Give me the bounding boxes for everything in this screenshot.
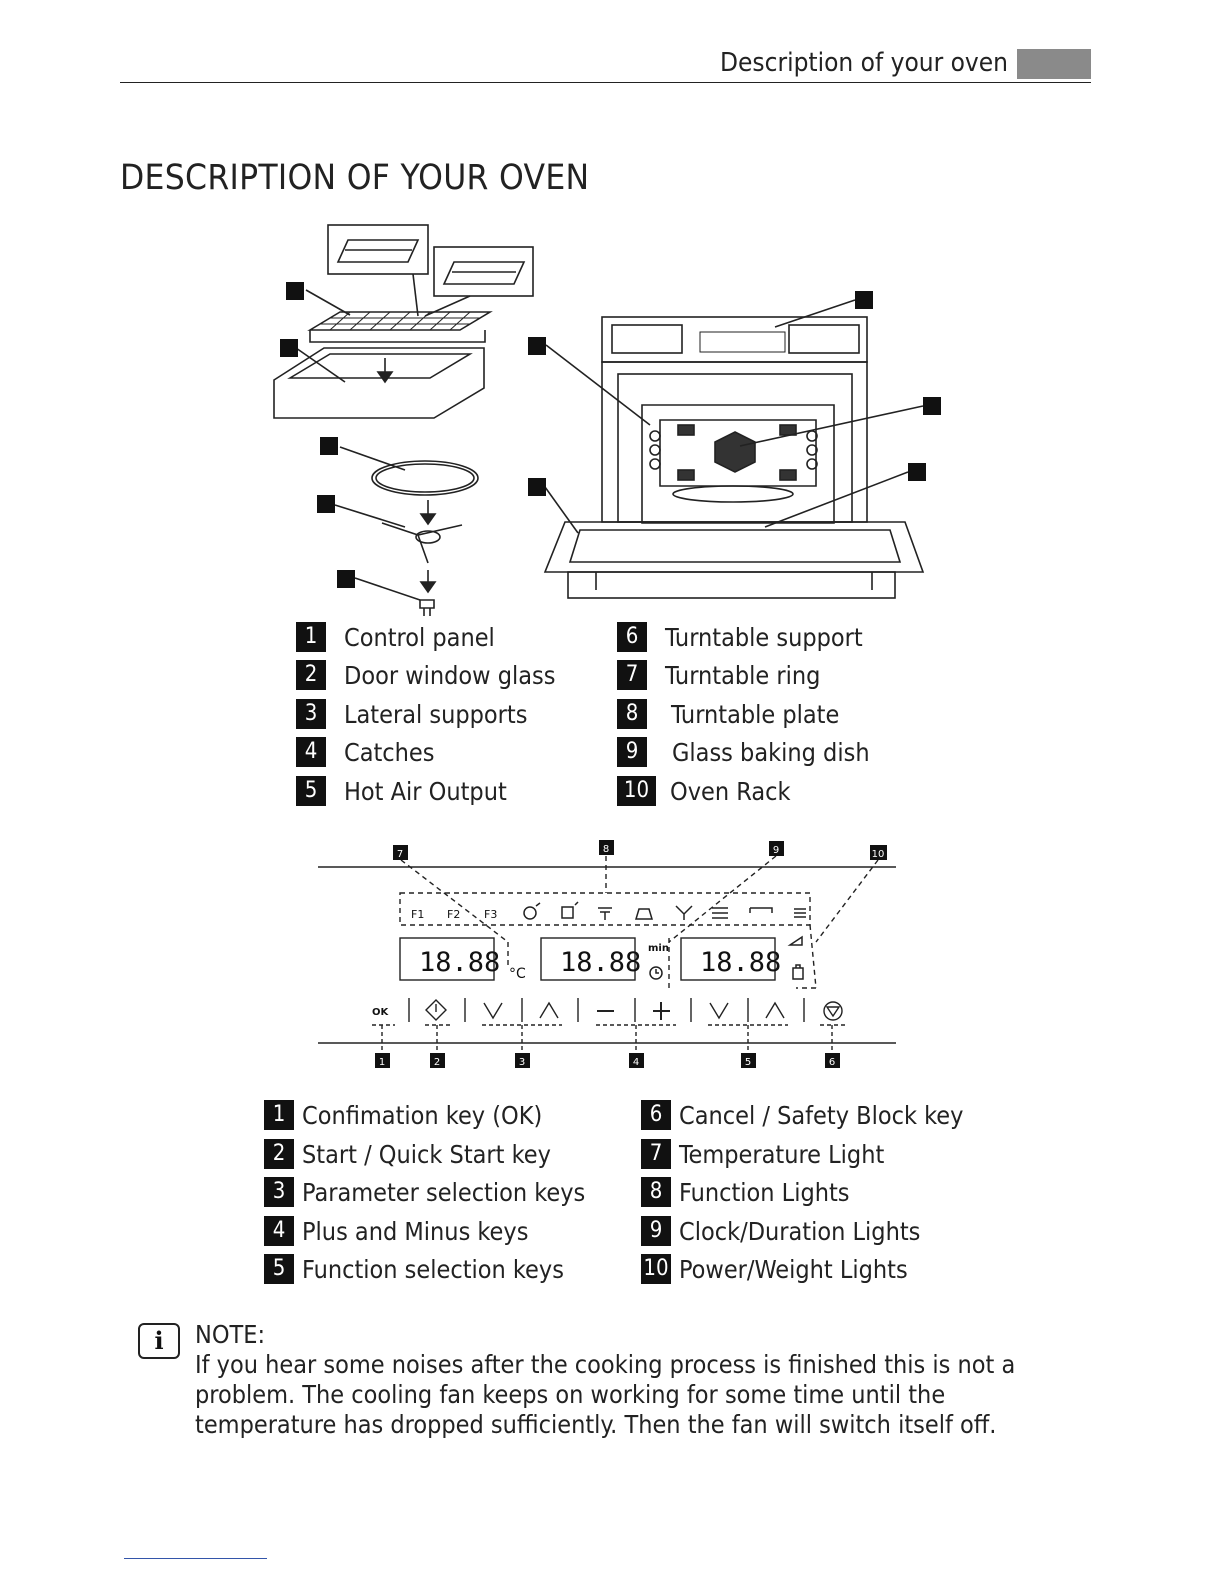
- legend-item: 3 Parameter selection keys: [264, 1177, 585, 1207]
- legend-label: Turntable ring: [665, 660, 821, 690]
- legend-number: 1: [264, 1100, 294, 1130]
- legend-item: 9 Glass baking dish: [617, 737, 870, 767]
- legend-number: 1: [296, 622, 326, 652]
- legend-item: 6 Cancel / Safety Block key: [641, 1100, 963, 1130]
- legend-item: 8 Turntable plate: [617, 699, 839, 729]
- note-title: NOTE:: [195, 1320, 266, 1349]
- display-time: 18.88: [560, 947, 641, 978]
- legend-number: 10: [617, 776, 656, 806]
- legend-number: 2: [264, 1139, 294, 1169]
- legend-label: Catches: [344, 737, 435, 767]
- legend-item: 2 Door window glass: [296, 660, 555, 690]
- page-title: DESCRIPTION OF YOUR OVEN: [120, 158, 590, 198]
- legend-label: Function Lights: [679, 1177, 850, 1207]
- legend-label: Oven Rack: [670, 776, 791, 806]
- callout-2: 2: [434, 1057, 440, 1068]
- callout-3: 3: [519, 1057, 525, 1068]
- legend-label: Turntable plate: [671, 699, 840, 729]
- header-tab-marker: [1017, 49, 1091, 79]
- callout-1: 1: [379, 1057, 385, 1068]
- legend-label: Confimation key (OK): [302, 1100, 543, 1130]
- legend-item: 2 Start / Quick Start key: [264, 1139, 551, 1169]
- legend-label: Lateral supports: [344, 699, 528, 729]
- legend-label: Parameter selection keys: [302, 1177, 586, 1207]
- display-power: 18.88: [700, 947, 781, 978]
- legend-number: 5: [296, 776, 326, 806]
- legend-number: 10: [641, 1254, 671, 1284]
- legend-item: 4 Catches: [296, 737, 435, 767]
- legend-number: 3: [264, 1177, 294, 1207]
- legend-label: Start / Quick Start key: [302, 1139, 551, 1169]
- footer-rule: [124, 1558, 267, 1559]
- legend-item: 9 Clock/Duration Lights: [641, 1216, 920, 1246]
- legend-item: 5 Hot Air Output: [296, 776, 507, 806]
- callout-9: 9: [773, 845, 779, 856]
- legend-item: 1 Control panel: [296, 622, 495, 652]
- callout-7: 7: [397, 849, 403, 860]
- celsius-label: °C: [509, 966, 526, 982]
- legend-item: 1 Confimation key (OK): [264, 1100, 542, 1130]
- legend-number: 9: [617, 737, 647, 767]
- header-rule: [120, 82, 1091, 83]
- running-header: Description of your oven: [720, 48, 1008, 78]
- legend-label: Function selection keys: [302, 1254, 564, 1284]
- control-panel-diagram: F1 F2 F3 18.88 18.88 18.88 °C min OK 7 8…: [318, 840, 896, 1068]
- info-icon: i: [138, 1323, 180, 1359]
- callout-10: 10: [872, 849, 885, 860]
- legend-number: 5: [264, 1254, 294, 1284]
- legend-label: Door window glass: [344, 660, 556, 690]
- callout-6: 6: [829, 1057, 835, 1068]
- legend-label: Control panel: [344, 622, 495, 652]
- legend-label: Turntable support: [665, 622, 863, 652]
- legend-number: 2: [296, 660, 326, 690]
- legend-label: Plus and Minus keys: [302, 1216, 529, 1246]
- callout-4: 4: [633, 1057, 639, 1068]
- legend-item: 10 Oven Rack: [617, 776, 791, 806]
- callout-5: 5: [745, 1057, 751, 1068]
- f1-label: F1: [411, 908, 424, 921]
- f2-label: F2: [447, 908, 460, 921]
- legend-number: 4: [296, 737, 326, 767]
- note-body: If you hear some noises after the cookin…: [195, 1350, 1016, 1439]
- f3-label: F3: [484, 908, 497, 921]
- legend-label: Hot Air Output: [344, 776, 507, 806]
- callout-8: 8: [603, 844, 609, 855]
- legend-number: 8: [641, 1177, 671, 1207]
- legend-item: 7 Turntable ring: [617, 660, 820, 690]
- legend-item: 8 Function Lights: [641, 1177, 850, 1207]
- legend-number: 4: [264, 1216, 294, 1246]
- legend-number: 9: [641, 1216, 671, 1246]
- legend-number: 6: [641, 1100, 671, 1130]
- legend-item: 10 Power/Weight Lights: [641, 1254, 908, 1284]
- legend-number: 7: [641, 1139, 671, 1169]
- display-temperature: 18.88: [419, 947, 500, 978]
- legend-label: Temperature Light: [679, 1139, 885, 1169]
- legend-item: 4 Plus and Minus keys: [264, 1216, 528, 1246]
- legend-label: Power/Weight Lights: [679, 1254, 908, 1284]
- legend-label: Cancel / Safety Block key: [679, 1100, 964, 1130]
- legend-label: Clock/Duration Lights: [679, 1216, 921, 1246]
- legend-number: 8: [617, 699, 647, 729]
- minutes-label: min: [648, 943, 669, 954]
- legend-number: 6: [617, 622, 647, 652]
- oven-accessories-illustration: [273, 224, 941, 616]
- legend-item: 5 Function selection keys: [264, 1254, 564, 1284]
- legend-number: 3: [296, 699, 326, 729]
- legend-number: 7: [617, 660, 647, 690]
- legend-item: 7 Temperature Light: [641, 1139, 884, 1169]
- legend-item: 3 Lateral supports: [296, 699, 527, 729]
- legend-item: 6 Turntable support: [617, 622, 863, 652]
- ok-key[interactable]: OK: [372, 1007, 390, 1018]
- legend-label: Glass baking dish: [672, 737, 870, 767]
